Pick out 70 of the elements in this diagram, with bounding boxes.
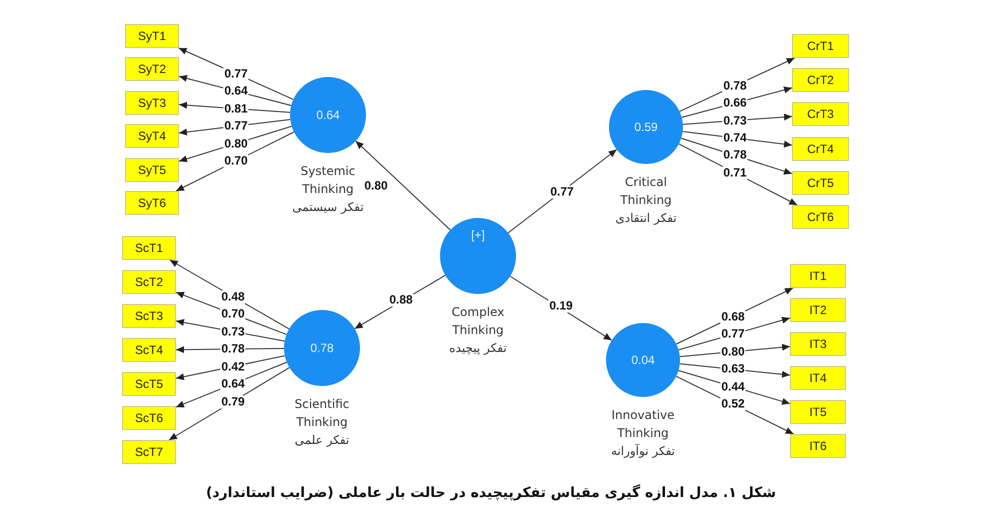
indicator-box: IT3 bbox=[790, 332, 846, 356]
edge-label: 0.64 bbox=[223, 84, 249, 98]
edge-label: 0.48 bbox=[220, 290, 246, 304]
edge-label: 0.70 bbox=[220, 308, 246, 321]
indicator-box: CrT2 bbox=[792, 68, 849, 92]
indicator-box: CrT1 bbox=[792, 34, 849, 58]
indicator-box: IT2 bbox=[790, 298, 846, 322]
edge-label: 0.42 bbox=[220, 360, 246, 374]
edge-label: 0.73 bbox=[220, 325, 246, 338]
construct-label: Critical Thinking bbox=[619, 174, 673, 209]
indicator-box: SyT1 bbox=[125, 24, 179, 48]
indicator-box: SyT3 bbox=[125, 90, 179, 115]
figure-caption: شکل ۱. مدل اندازه گیری مقیاس تفکرپیچیده در حالت بار عاملی (ضرایب استاندارد) bbox=[206, 485, 776, 501]
indicator-box: IT4 bbox=[790, 366, 846, 390]
construct-label: تفکر علمی bbox=[294, 432, 350, 449]
circle-value: 0.59 bbox=[634, 120, 658, 134]
edge-label: 0.68 bbox=[720, 310, 746, 324]
circle-value: 0.04 bbox=[631, 353, 655, 367]
edge-label: 0.74 bbox=[722, 132, 748, 145]
edge-label: 0.66 bbox=[722, 96, 748, 110]
edge-label: 0.77 bbox=[223, 120, 249, 133]
indicator-box: SyT6 bbox=[125, 191, 179, 215]
edge-label: 0.70 bbox=[223, 154, 249, 168]
indicator-box: SyT5 bbox=[125, 158, 179, 182]
indicator-box: CrT6 bbox=[792, 205, 849, 229]
construct-label: تفکر نوآورانه bbox=[610, 442, 676, 460]
edge-label: 0.77 bbox=[549, 186, 575, 198]
indicator-box: ScT3 bbox=[122, 304, 176, 328]
edge-label: 0.88 bbox=[388, 294, 414, 306]
indicator-box: ScT1 bbox=[122, 236, 176, 260]
edge-label: 0.77 bbox=[223, 67, 249, 80]
arrow bbox=[355, 140, 451, 230]
construct-label: Innovative Thinking bbox=[610, 407, 676, 442]
construct-label: تفکر انتقادی bbox=[614, 210, 678, 227]
indicator-box: ScT2 bbox=[122, 270, 176, 294]
indicator-box: IT6 bbox=[790, 434, 846, 458]
construct-label: Scientific Thinking bbox=[294, 396, 350, 431]
indicator-box: IT1 bbox=[790, 264, 846, 288]
edge-label: 0.81 bbox=[223, 102, 249, 116]
indicator-box: SyT4 bbox=[125, 124, 179, 148]
edge-label: 0.52 bbox=[720, 398, 746, 411]
edge-label: 0.77 bbox=[720, 328, 746, 341]
indicator-box: ScT6 bbox=[122, 406, 176, 430]
edge-label: 0.19 bbox=[548, 300, 574, 312]
indicator-box: CrT4 bbox=[792, 136, 849, 161]
edge-label: 0.78 bbox=[722, 148, 748, 162]
edge-label: 0.73 bbox=[722, 114, 748, 128]
construct-label: Complex Thinking bbox=[450, 304, 506, 339]
construct-label: تفکر سیستمی bbox=[291, 199, 365, 216]
edge-label: 0.63 bbox=[720, 362, 746, 376]
circle-value: 0.78 bbox=[310, 341, 334, 355]
edge-label: 0.44 bbox=[720, 380, 746, 394]
construct-label: تفکر پیچیده bbox=[448, 340, 508, 357]
indicator-box: ScT4 bbox=[122, 338, 176, 362]
edge-label: 0.78 bbox=[722, 79, 748, 92]
indicator-box: IT5 bbox=[790, 400, 846, 424]
circle-value: [+] bbox=[471, 228, 485, 242]
edge-label: 0.79 bbox=[220, 395, 246, 408]
indicator-box: CrT3 bbox=[792, 102, 849, 126]
edge-label: 0.80 bbox=[363, 180, 389, 192]
edge-label: 0.71 bbox=[722, 166, 748, 180]
indicator-box: ScT5 bbox=[122, 372, 176, 396]
edge-label: 0.80 bbox=[223, 137, 249, 150]
indicator-box: SyT2 bbox=[125, 57, 179, 82]
edge-label: 0.80 bbox=[720, 345, 746, 358]
circle-value: 0.64 bbox=[316, 108, 340, 122]
indicator-box: CrT5 bbox=[792, 170, 849, 195]
edge-label: 0.78 bbox=[220, 342, 246, 356]
indicator-box: ScT7 bbox=[122, 440, 176, 464]
edge-label: 0.64 bbox=[220, 378, 246, 390]
